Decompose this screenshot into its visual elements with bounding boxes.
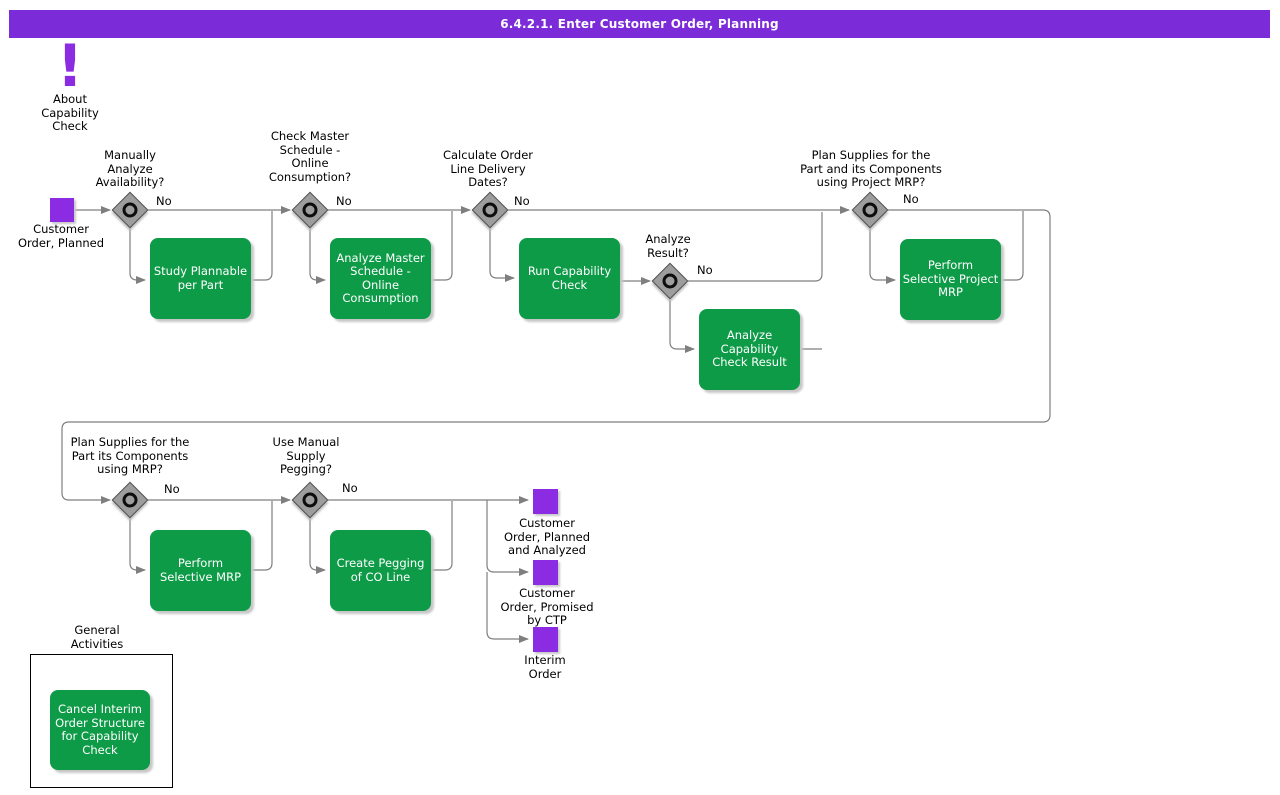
flow-connector — [431, 501, 453, 571]
container-general-activities-label: General Activities — [70, 623, 124, 651]
flow-connector — [486, 500, 529, 576]
activity-perform-selective-mrp[interactable]: Perform Selective MRP — [150, 530, 251, 611]
decision-plan-supplies-project-mrp-label: Plan Supplies for the Part and its Compo… — [800, 148, 942, 189]
decision-ring-icon — [482, 202, 498, 218]
flow-connector — [688, 212, 823, 282]
flow-connector — [869, 228, 896, 284]
decision-ring-icon — [662, 273, 678, 289]
decision-use-manual-supply-pegging-label: Use Manual Supply Pegging? — [272, 435, 340, 476]
flow-connector — [669, 299, 695, 353]
activity-perform-selective-project-mrp[interactable]: Perform Selective Project MRP — [900, 239, 1001, 320]
decision-calculate-order-line-delivery-dates — [471, 191, 509, 229]
state-customer-order-planned-label: Customer Order, Planned — [17, 222, 105, 250]
title-bar: 6.4.2.1. Enter Customer Order, Planning — [9, 10, 1270, 38]
flow-connector — [251, 501, 273, 571]
decision-plan-supplies-mrp — [111, 481, 149, 519]
note-about-capability-check-label: About Capability Check — [41, 92, 99, 133]
state-interim-order-label: Interim Order — [524, 653, 566, 681]
decision-ring-icon — [302, 202, 318, 218]
state-customer-order-promised-by-ctp[interactable] — [533, 560, 558, 585]
activity-cancel-interim-order-structure-for-capability-check[interactable]: Cancel Interim Order Structure for Capab… — [50, 690, 150, 770]
flow-connector — [251, 211, 273, 281]
activity-study-plannable-per-part[interactable]: Study Plannable per Part — [150, 238, 251, 319]
no-branch-label: No — [514, 194, 530, 208]
state-customer-order-promised-by-ctp-label: Customer Order, Promised by CTP — [500, 586, 594, 627]
flow-connector — [489, 228, 515, 282]
decision-plan-supplies-mrp-label: Plan Supplies for the Part its Component… — [70, 435, 190, 476]
flow-connector — [486, 572, 529, 643]
activity-create-pegging-of-co-line[interactable]: Create Pegging of CO Line — [330, 530, 431, 611]
no-branch-label: No — [336, 194, 352, 208]
state-customer-order-planned-and-analyzed[interactable] — [533, 489, 558, 514]
flow-connector — [129, 228, 146, 284]
state-interim-order[interactable] — [533, 627, 558, 652]
decision-analyze-result-label: Analyze Result? — [645, 232, 691, 260]
flow-connector — [309, 518, 326, 574]
flow-connector — [431, 211, 453, 281]
activity-run-capability-check[interactable]: Run Capability Check — [519, 238, 620, 319]
exclamation-icon[interactable]: ! — [56, 32, 84, 100]
no-branch-label: No — [903, 192, 919, 206]
flow-connector — [309, 228, 326, 284]
decision-ring-icon — [122, 492, 138, 508]
decision-plan-supplies-project-mrp — [851, 191, 889, 229]
no-branch-label: No — [156, 194, 172, 208]
flow-connector — [129, 518, 146, 574]
no-branch-label: No — [164, 482, 180, 496]
decision-manually-analyze-availability — [111, 191, 149, 229]
state-customer-order-planned-and-analyzed-label: Customer Order, Planned and Analyzed — [503, 516, 591, 557]
decision-analyze-result — [651, 262, 689, 300]
state-customer-order-planned[interactable] — [50, 198, 74, 222]
activity-analyze-capability-check-result[interactable]: Analyze Capability Check Result — [699, 309, 800, 390]
decision-manually-analyze-availability-label: Manually Analyze Availability? — [95, 148, 165, 189]
decision-check-master-schedule-online-consumption — [291, 191, 329, 229]
no-branch-label: No — [697, 263, 713, 277]
flow-connector — [61, 209, 1051, 504]
no-branch-label: No — [342, 481, 358, 495]
decision-calculate-order-line-delivery-dates-label: Calculate Order Line Delivery Dates? — [442, 148, 534, 189]
decision-use-manual-supply-pegging — [291, 481, 329, 519]
decision-ring-icon — [302, 492, 318, 508]
page-title: 6.4.2.1. Enter Customer Order, Planning — [500, 17, 779, 31]
decision-check-master-schedule-online-consumption-label: Check Master Schedule - Online Consumpti… — [268, 129, 352, 184]
decision-ring-icon — [862, 202, 878, 218]
activity-analyze-master-schedule-online-consumption[interactable]: Analyze Master Schedule - Online Consump… — [330, 238, 431, 319]
flow-connector — [1001, 211, 1024, 281]
decision-ring-icon — [122, 202, 138, 218]
